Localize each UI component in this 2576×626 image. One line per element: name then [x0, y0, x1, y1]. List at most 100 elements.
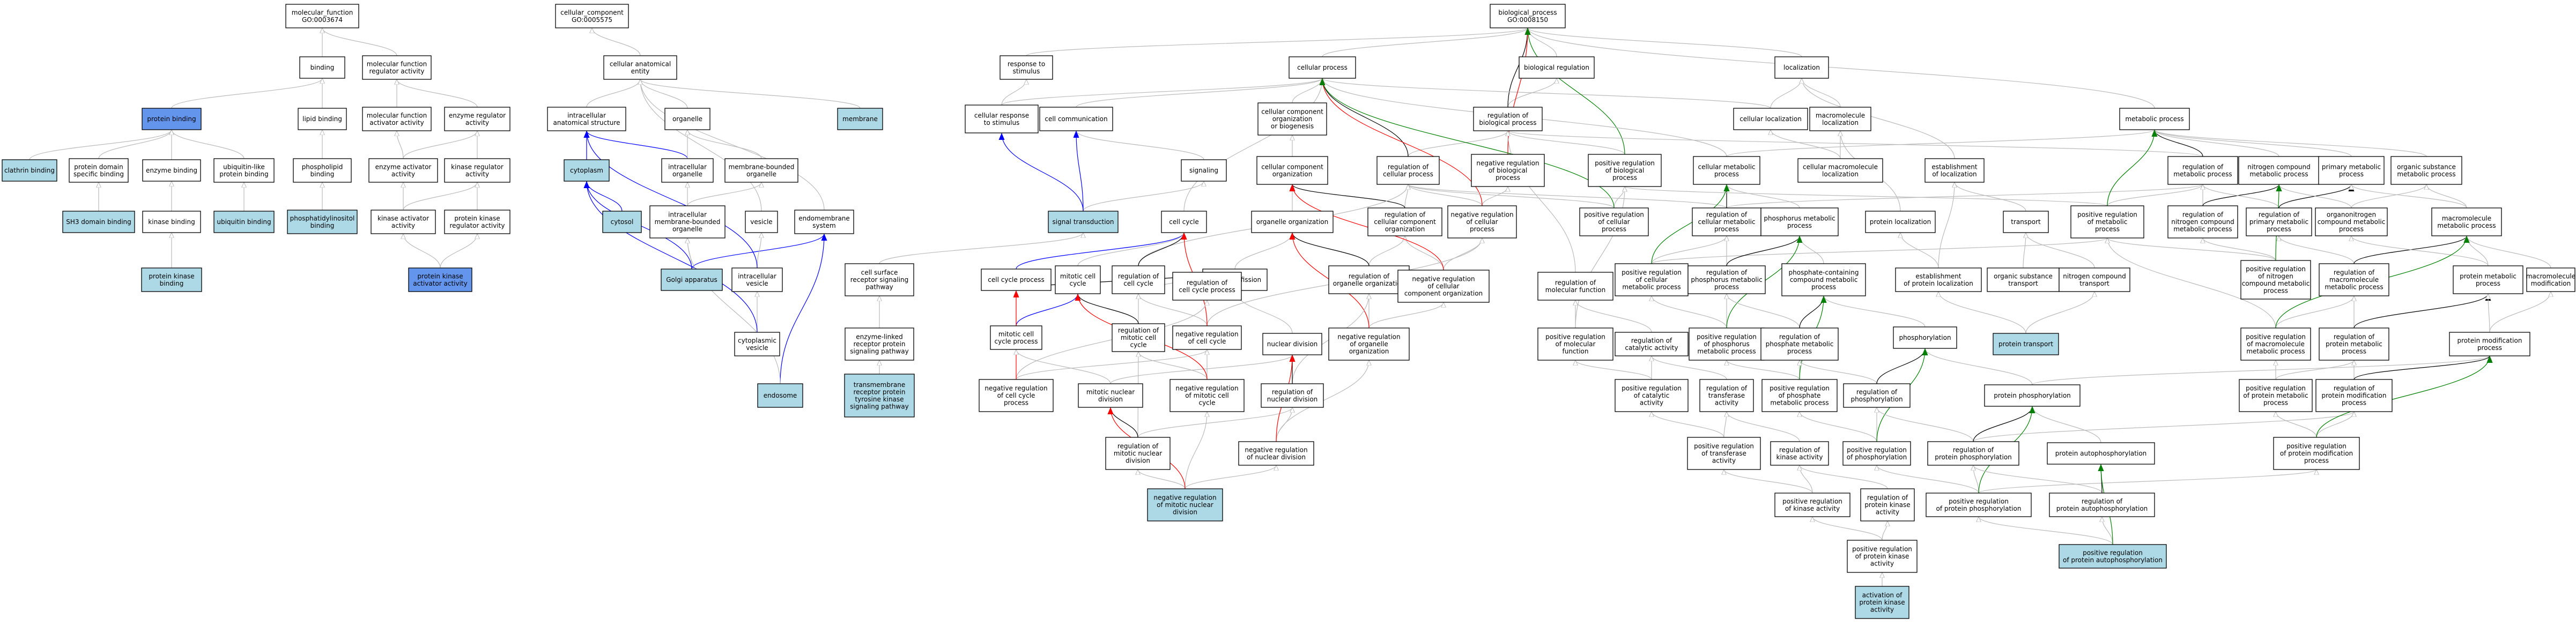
edge-is-a	[2279, 236, 2355, 264]
node-label-line: Golgi apparatus	[666, 276, 717, 284]
edge-positively-regulates	[2107, 129, 2158, 206]
edge-regulates	[1107, 407, 1138, 438]
node-box	[1809, 107, 1871, 131]
node-box	[1519, 56, 1595, 79]
node-box	[2273, 437, 2360, 470]
node-box	[2059, 267, 2130, 292]
node-label-line: kinase binding	[148, 218, 195, 226]
node-label-line: activity	[1712, 457, 1736, 465]
node-box	[1112, 323, 1165, 352]
node-label-line: process	[1612, 174, 1637, 182]
node-label-line: signaling pathway	[850, 403, 908, 410]
edge-is-a	[2155, 130, 2279, 157]
edge-part-of	[1016, 232, 1187, 270]
node-label-line: establishment	[1931, 163, 1978, 170]
node-box	[1328, 327, 1410, 361]
node-label-line: vesicle	[746, 280, 768, 287]
edge-is-a	[2155, 130, 2352, 157]
node-label-line: cellular macromolecule	[1803, 163, 1878, 170]
node-label-line: enzyme activator	[375, 163, 432, 170]
edge-is-a	[1652, 412, 1724, 438]
edge-is-a	[1802, 78, 1841, 108]
edge-part-of	[780, 233, 827, 384]
node-box	[845, 327, 914, 361]
node-box	[408, 267, 472, 292]
node-label-line: regulation of	[2334, 333, 2375, 341]
node-label-line: mitotic nuclear	[1114, 450, 1162, 457]
node-label-line: phosphatidylinositol	[290, 214, 355, 222]
go-term-node: cytoplasm	[564, 159, 610, 182]
node-label-line: cytoplasm	[570, 167, 603, 174]
node-label-line: process	[2095, 226, 2120, 233]
node-label-line: process	[2267, 226, 2291, 233]
node-box	[362, 107, 432, 131]
edge-is-a	[1973, 412, 2354, 442]
node-label-line: of biological	[1605, 167, 1645, 174]
node-box	[2239, 379, 2313, 412]
node-box	[724, 158, 798, 183]
edge-is-a	[2026, 233, 2095, 269]
go-term-node: endosome	[757, 383, 803, 408]
edge-is-a	[1824, 296, 1926, 327]
node-label-line: metabolic process	[2325, 284, 2383, 291]
node-label-line: nuclear division	[1267, 340, 1318, 348]
node-box	[1588, 154, 1662, 187]
node-label-line: protein kinase	[417, 272, 463, 280]
edge-is-a	[687, 238, 781, 384]
edge-is-a	[1726, 130, 2155, 157]
node-label-line: response to	[1008, 60, 1045, 68]
node-label-line: negative regulation	[1175, 385, 1238, 392]
node-label-line: cycle	[1069, 280, 1086, 287]
node-box	[1078, 383, 1143, 408]
node-box	[444, 158, 510, 183]
node-label-line: protein autophosphorylation	[2056, 505, 2148, 512]
node-label-line: macromolecule	[1816, 111, 1865, 119]
node-box	[1105, 437, 1171, 470]
node-box	[1172, 272, 1242, 301]
node-label-line: stimulus	[1013, 68, 1040, 75]
node-label-line: membrane-bounded	[729, 163, 795, 170]
node-box	[1797, 158, 1883, 183]
node-label-line: pathway	[865, 284, 893, 291]
node-label-line: process	[1787, 348, 1812, 355]
edge-part-of	[583, 130, 688, 159]
node-label-line: activity	[1876, 509, 1899, 516]
node-label-line: endomembrane	[798, 214, 850, 222]
node-label-line: receptor protein	[853, 340, 905, 348]
node-label-line: positive regulation	[1770, 385, 1830, 392]
node-label-line: metabolic process	[2246, 348, 2305, 355]
node-label-line: transport	[2079, 280, 2109, 287]
edge-is-a	[2426, 184, 2467, 208]
edge-is-a	[2351, 236, 2489, 266]
node-box	[2318, 156, 2385, 185]
node-label-line: molecular function	[1545, 286, 1605, 294]
go-term-node: protein binding	[142, 108, 202, 130]
edge-is-a	[1110, 355, 1292, 384]
edge-is-a	[1727, 412, 1800, 442]
edge-is-a	[1652, 296, 1727, 329]
node-label-line: regulation of	[1631, 337, 1672, 344]
node-box	[213, 211, 275, 233]
go-term-node: ubiquitin binding	[213, 211, 275, 233]
node-label-line: organelle organization	[1256, 218, 1329, 226]
edge-is-a	[403, 182, 477, 211]
node-label-line: metabolic process	[1622, 284, 1681, 291]
node-label-line: of nuclear division	[1247, 453, 1306, 461]
edge-is-a	[640, 79, 762, 212]
node-label-line: cell cycle	[1123, 280, 1153, 287]
edge-is-a	[2279, 184, 2352, 208]
edge-is-a	[1938, 292, 2026, 334]
node-box	[1842, 441, 1911, 466]
node-box	[1781, 263, 1866, 296]
edge-is-a	[1771, 130, 1841, 159]
node-label-line: transferase	[1708, 392, 1745, 399]
node-label-line: transmembrane	[854, 381, 906, 389]
